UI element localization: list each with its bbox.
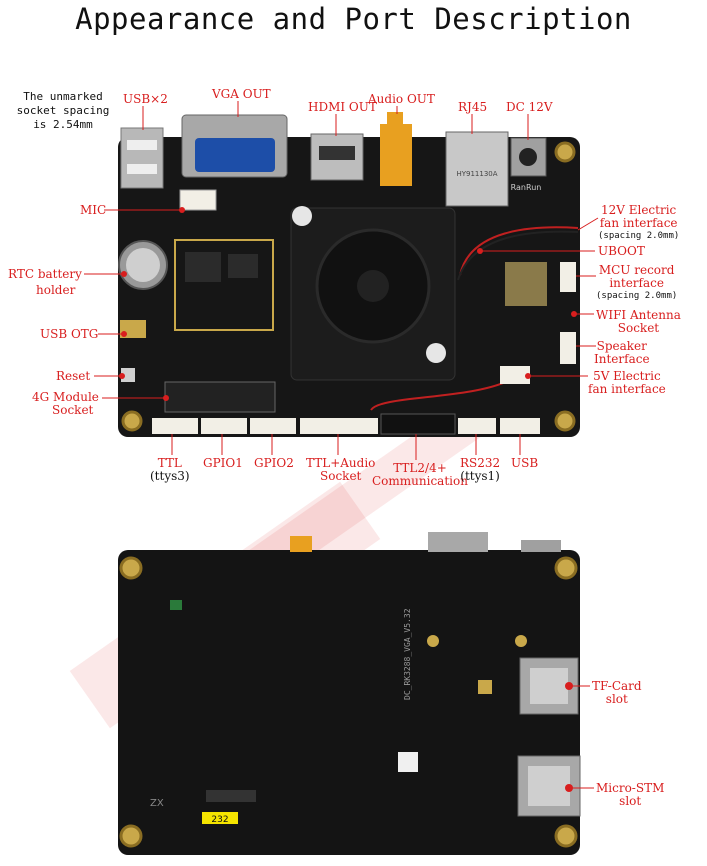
back-silk-text: DC_RK3288_VGA_V5.32	[403, 608, 412, 700]
label-mic: MIC	[80, 203, 107, 217]
board-back	[118, 550, 580, 855]
label-gpio2: GPIO2	[254, 456, 294, 470]
wifi-module-text: RanRun	[511, 183, 542, 192]
label-12v-fan-line1: 12V Electric	[600, 203, 677, 217]
label-ttl24-line2: Communication	[372, 474, 468, 488]
label-tf-line1: TF-Card	[592, 679, 642, 693]
label-rs232-sub: (ttys1)	[460, 469, 500, 483]
label-5v-fan-line1: 5V Electric	[593, 369, 661, 383]
label-mcu-line1: MCU record	[598, 263, 675, 277]
label-ttl-audio: TTL+Audio Socket	[306, 457, 375, 483]
label-speaker: Speaker Interface	[594, 340, 650, 366]
label-audio-out: Audio OUT	[368, 92, 435, 106]
label-mcu-spacing: (spacing 2.0mm)	[596, 291, 678, 301]
label-5v-fan: 5V Electric fan interface	[588, 370, 666, 396]
label-vga-out: VGA OUT	[212, 87, 271, 101]
label-usb-otg: USB OTG	[40, 327, 99, 341]
label-ttl-audio-line2: Socket	[320, 469, 362, 483]
label-12v-fan-line2: fan interface	[599, 216, 678, 230]
label-tf-line2: slot	[605, 692, 628, 706]
label-rtc-line1: RTC battery	[8, 267, 82, 281]
label-ttl24: TTL2/4+ Communication	[372, 462, 468, 488]
spacing-note: The unmarked socket spacing is 2.54mm	[16, 90, 110, 131]
label-12v-fan: 12V Electric fan interface (spacing 2.0m…	[598, 204, 679, 243]
label-mcu-record: MCU record interface (spacing 2.0mm)	[596, 264, 677, 303]
back-tag-text: 232	[211, 815, 228, 825]
label-rs232-text: RS232	[460, 456, 501, 470]
label-sim-line2: slot	[619, 794, 642, 808]
label-rtc-line2: holder	[36, 283, 76, 297]
label-wifi-antenna: WIFI Antenna Socket	[596, 309, 681, 335]
label-ttl: TTL (ttys3)	[150, 457, 190, 483]
label-usb: USB	[511, 456, 539, 470]
label-mcu-line2: interface	[609, 276, 664, 290]
label-reset: Reset	[56, 369, 91, 383]
label-usb2: USB×2	[123, 92, 168, 106]
label-tf-card: TF-Card slot	[592, 680, 642, 706]
label-rs232: RS232 (ttys1)	[460, 457, 500, 483]
label-speaker-line1: Speaker	[596, 339, 647, 353]
label-12v-fan-spacing: (spacing 2.0mm)	[598, 231, 680, 241]
back-logo-text: ZX	[150, 798, 164, 809]
label-gpio1: GPIO1	[203, 456, 243, 470]
label-4g-line2: Socket	[52, 403, 94, 417]
label-uboot: UBOOT	[598, 244, 645, 258]
label-wifi-line1: WIFI Antenna	[596, 308, 681, 322]
label-ttl-audio-line1: TTL+Audio	[306, 456, 376, 470]
label-speaker-line2: Interface	[594, 352, 650, 366]
label-ttl-sub: (ttys3)	[150, 469, 190, 483]
label-sim-line1: Micro-STM	[596, 781, 665, 795]
rj45-chip-text: HY911130A	[456, 170, 497, 178]
page-title: Appearance and Port Description	[75, 2, 632, 36]
label-4g-line1: 4G Module	[32, 390, 99, 404]
label-dc-12v: DC 12V	[506, 100, 553, 114]
label-ttl24-line1: TTL2/4+	[393, 461, 447, 475]
label-micro-sim: Micro-STM slot	[596, 782, 664, 808]
label-5v-fan-line2: fan interface	[588, 382, 666, 396]
label-wifi-line2: Socket	[617, 321, 660, 335]
label-hdmi-out: HDMI OUT	[308, 100, 377, 114]
label-ttl-text: TTL	[157, 456, 182, 470]
label-rj45: RJ45	[458, 100, 488, 114]
